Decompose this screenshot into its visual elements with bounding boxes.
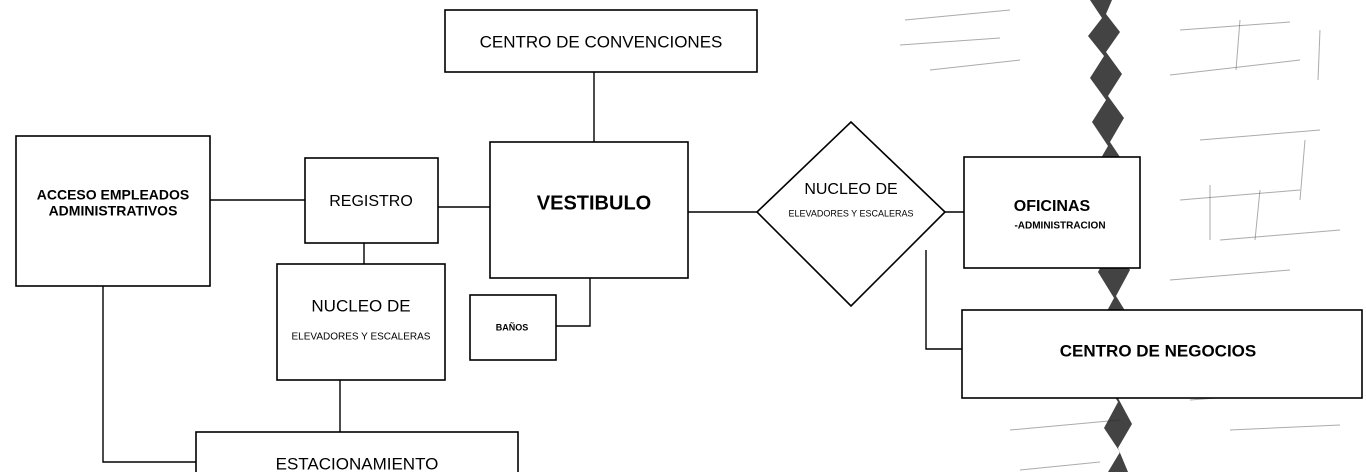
label-acceso-line1: ACCESO EMPLEADOS [37,187,189,203]
node-centro-convenciones: CENTRO DE CONVENCIONES [444,9,758,73]
node-registro: REGISTRO [304,157,439,244]
label-oficinas-line2: -ADMINISTRACION [1014,221,1105,232]
node-acceso-empleados: ACCESO EMPLEADOS ADMINISTRATIVOS [15,135,211,287]
label-acceso-line2: ADMINISTRATIVOS [49,203,178,219]
label-banos: BAÑOS [496,322,529,332]
label-registro: REGISTRO [329,193,413,210]
node-oficinas: OFICINAS -ADMINISTRACION [963,156,1141,269]
label-nucleo-der-line2: ELEVADORES Y ESCALERAS [788,208,913,218]
label-estacionamiento: ESTACIONAMIENTO [276,454,439,472]
edge-vestibulo-banos [556,278,591,327]
label-vestibulo: VESTIBULO [537,192,651,214]
edge-acceso-estacionamiento [102,286,196,463]
label-nucleo-der-line1: NUCLEO DE [804,181,897,198]
node-banos: BAÑOS [469,294,557,361]
label-nucleo-izq-line2: ELEVADORES Y ESCALERAS [292,332,431,343]
node-estacionamiento: ESTACIONAMIENTO [195,431,519,472]
node-nucleo-derecho: NUCLEO DE ELEVADORES Y ESCALERAS [755,120,947,308]
label-nucleo-izq-line1: NUCLEO DE [311,296,410,315]
edge-nucleo-der-negocios [925,250,962,350]
node-centro-negocios: CENTRO DE NEGOCIOS [961,309,1363,399]
node-nucleo-izquierdo: NUCLEO DE ELEVADORES Y ESCALERAS [276,263,446,381]
label-oficinas-line1: OFICINAS [1014,198,1091,215]
label-centro-convenciones: CENTRO DE CONVENCIONES [480,32,723,51]
connections [102,72,964,463]
label-centro-negocios: CENTRO DE NEGOCIOS [1060,341,1256,360]
node-vestibulo: VESTIBULO [489,141,689,279]
